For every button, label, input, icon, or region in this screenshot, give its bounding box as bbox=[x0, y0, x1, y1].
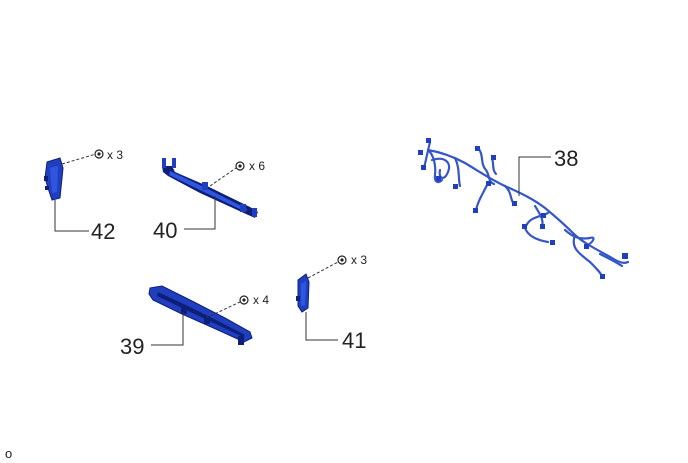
part-40-bar bbox=[162, 158, 258, 218]
part-38-leader bbox=[518, 156, 551, 196]
part-41-bracket bbox=[296, 273, 310, 313]
part-40-qty: x 6 bbox=[249, 159, 265, 173]
part-39-bar bbox=[148, 285, 253, 345]
part-39-label: 39 bbox=[120, 334, 144, 359]
part-39-leader bbox=[151, 312, 184, 346]
part-41-leader bbox=[305, 312, 338, 341]
part-40-leader bbox=[184, 196, 216, 230]
part-42-qty: x 3 bbox=[107, 148, 123, 162]
part-40-label: 40 bbox=[153, 218, 177, 243]
part-39-bolt-icon bbox=[205, 295, 249, 319]
part-40-bolt-icon bbox=[209, 161, 245, 187]
part-42-bracket bbox=[44, 157, 64, 201]
part-42-bolt-icon bbox=[61, 149, 104, 165]
part-38-label: 38 bbox=[554, 146, 578, 171]
corner-mark: o bbox=[5, 446, 12, 461]
part-41-bolt-icon bbox=[307, 255, 347, 279]
part-41-qty: x 3 bbox=[351, 253, 367, 267]
part-42-label: 42 bbox=[91, 219, 115, 244]
part-42-leader bbox=[54, 200, 89, 232]
part-41-label: 41 bbox=[342, 328, 366, 353]
part-39-qty: x 4 bbox=[253, 293, 269, 307]
part-38-connectors bbox=[418, 138, 628, 279]
part-38-wire-harness bbox=[422, 140, 630, 278]
